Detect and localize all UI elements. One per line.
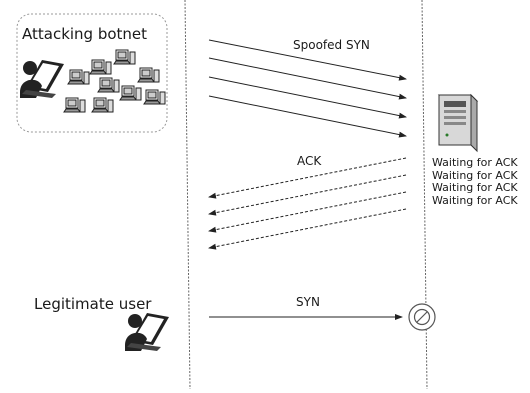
bot-computer-icon	[67, 69, 90, 85]
user-laptop-icon	[125, 313, 169, 351]
attacker-laptop-icon	[20, 60, 64, 98]
spoofed-syn-label: Spoofed SYN	[293, 38, 370, 52]
bot-computer-icon	[113, 49, 136, 65]
blocked-icon	[408, 303, 436, 331]
bot-computer-icon	[143, 89, 166, 105]
bot-computer-icon	[91, 97, 114, 113]
spoofed-syn-arrow	[208, 95, 407, 138]
server-status-line: Waiting for ACK	[432, 181, 518, 194]
ack-arrow	[208, 208, 407, 250]
ack-arrows	[208, 157, 407, 250]
attacker-lifeline	[184, 0, 191, 390]
spoofed-syn-arrow	[208, 57, 407, 100]
bot-computer-icon	[119, 85, 142, 101]
bot-computer-icon	[63, 97, 86, 113]
spoofed-syn-arrows	[208, 39, 407, 138]
server-status-line: Waiting for ACK	[432, 168, 518, 182]
bot-computer-icon	[97, 77, 120, 93]
ack-arrow	[208, 191, 407, 233]
botnet-box	[16, 13, 168, 133]
server-status-list: Waiting for ACK Waiting for ACK Waiting …	[432, 156, 518, 207]
legitimate-user-label: Legitimate user	[34, 295, 152, 313]
server-tower-icon	[437, 93, 479, 153]
spoofed-syn-arrow	[208, 39, 407, 81]
syn-label: SYN	[296, 295, 320, 309]
spoofed-syn-arrow	[208, 76, 407, 119]
server-status-line: Waiting for ACK	[432, 193, 518, 207]
server-status-line: Waiting for ACK	[432, 156, 518, 169]
ack-arrow	[208, 157, 407, 199]
botnet-label: Attacking botnet	[22, 25, 148, 43]
bot-computers	[63, 49, 166, 113]
ack-label: ACK	[297, 154, 322, 168]
ack-arrow	[208, 174, 407, 216]
bot-computer-icon	[89, 59, 112, 75]
bot-computer-icon	[137, 67, 160, 83]
server-lifeline	[421, 0, 428, 390]
